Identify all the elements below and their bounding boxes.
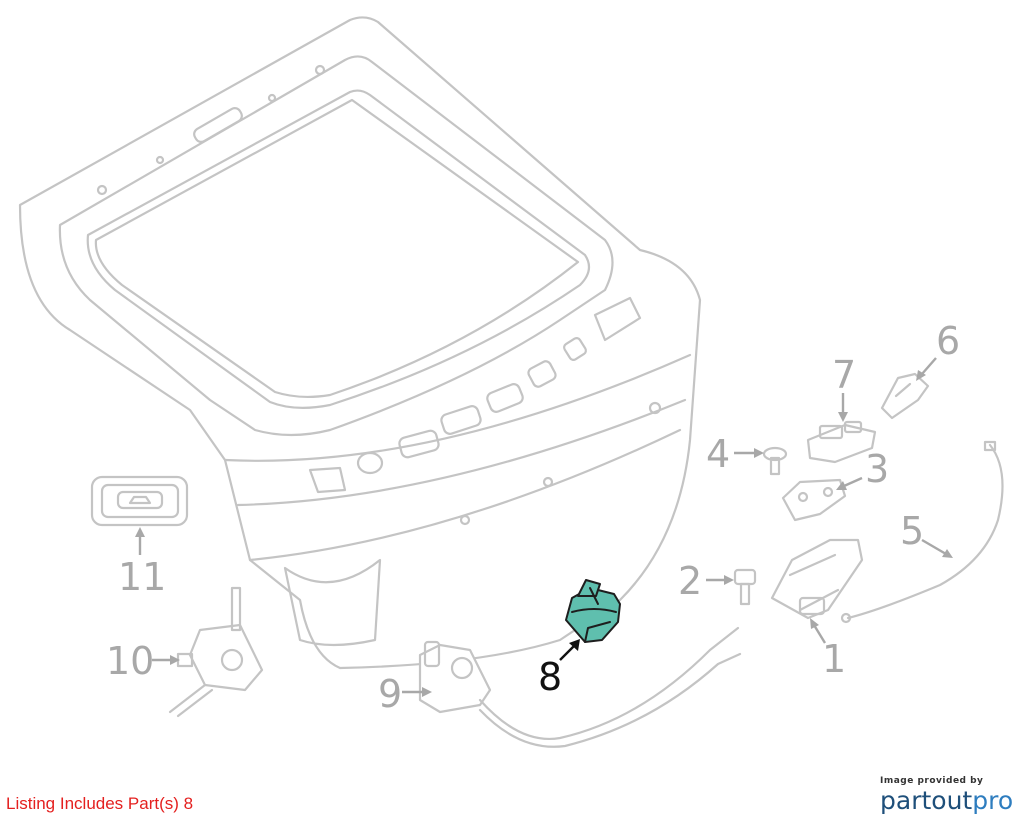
tailgate-outline: [18, 16, 702, 670]
part-11-switch: [90, 475, 189, 527]
part-4-screw: [762, 446, 788, 476]
callout-10: 10: [106, 639, 154, 683]
callout-1: 1: [822, 637, 846, 681]
part-2-bolt: [733, 568, 757, 606]
callout-9: 9: [378, 672, 402, 716]
brand-name-part1: partout: [880, 786, 973, 815]
callout-arrows: [135, 357, 953, 697]
callout-4: 4: [706, 432, 730, 476]
callout-5: 5: [900, 509, 924, 553]
part-3-gasket: [781, 478, 847, 522]
part-8-highlighted: [565, 579, 621, 643]
callout-3: 3: [865, 447, 889, 491]
callout-8: 8: [538, 655, 562, 699]
callout-labels: 1 2 3 4 5 6 7 8 9 10 11: [106, 319, 960, 716]
brand-logo: Image provided by partoutpro: [880, 776, 1020, 813]
brand-caption: Image provided by: [880, 776, 984, 786]
part-7-switch: [806, 420, 877, 464]
callout-7: 7: [832, 353, 856, 397]
callout-6: 6: [936, 319, 960, 363]
part-5-cable: [840, 440, 1004, 624]
brand-name-part2: pro: [972, 786, 1014, 815]
listing-note: Listing Includes Part(s) 8: [6, 794, 194, 813]
part-10-actuator: [168, 586, 264, 718]
callout-11: 11: [118, 555, 166, 599]
brand-name: partoutpro: [880, 788, 1020, 813]
callout-2: 2: [678, 559, 702, 603]
part-6-bracket: [880, 372, 930, 420]
part-9-actuator: [418, 626, 742, 748]
part-1-latch: [770, 538, 864, 620]
